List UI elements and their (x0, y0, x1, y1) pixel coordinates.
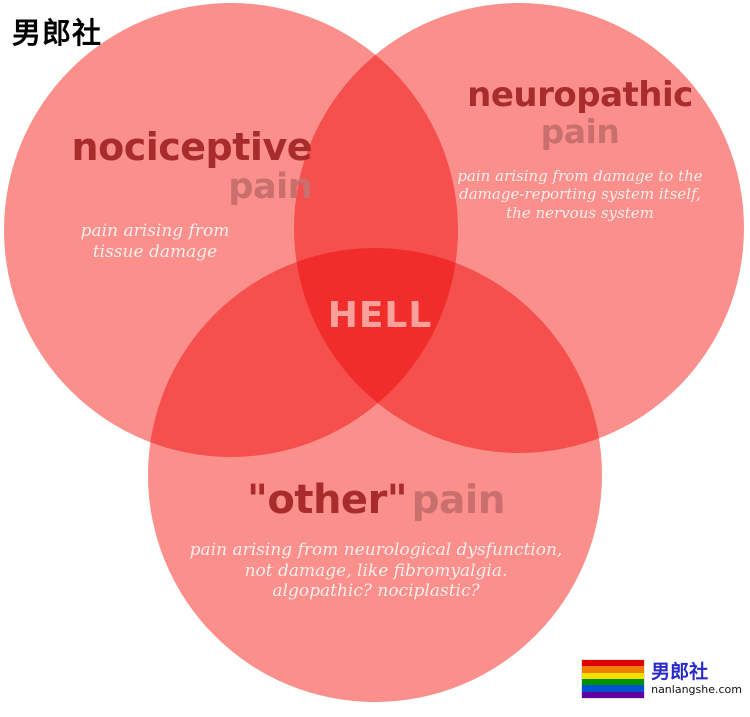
site-logo: 男郎社 nanlangshe.com (581, 659, 742, 699)
flag-stripe-purple (582, 691, 645, 698)
venn-label-nociceptive: nociceptive pain pain arising from tissu… (10, 128, 320, 262)
other-description-line: not damage, like fibromyalgia. (244, 560, 508, 581)
nociceptive-heading-main: nociceptive (71, 125, 313, 169)
neuropathic-description: pain arising from damage to the damage-r… (430, 167, 730, 222)
other-heading-main: "other" (247, 477, 408, 523)
other-description: pain arising from neurological dysfuncti… (150, 540, 602, 602)
neuropathic-description-line: pain arising from damage to the (457, 167, 703, 185)
venn-label-other: "other" pain pain arising from neurologi… (150, 480, 602, 602)
neuropathic-heading-sub: pain (540, 112, 620, 151)
other-heading-sub: pain (411, 478, 506, 523)
flag-stripe-blue (582, 685, 645, 692)
venn-intersection-all-three: HELL (275, 295, 485, 336)
flag-stripe-green (582, 678, 645, 686)
watermark-top-left: 男郎社 (12, 16, 103, 50)
flag-stripe-red (582, 660, 645, 667)
neuropathic-heading-main: neuropathic (467, 75, 693, 115)
nociceptive-description: pain arising from tissue damage (10, 221, 320, 262)
neuropathic-description-line: damage-reporting system itself, (459, 185, 701, 204)
intersection-label-hell: HELL (327, 295, 433, 336)
nociceptive-heading-sub: pain (228, 167, 312, 207)
flag-stripe-yellow (582, 672, 645, 679)
nociceptive-description-line: pain arising from (80, 221, 230, 241)
rainbow-pride-flag-icon (581, 659, 646, 699)
logo-text-block: 男郎社 nanlangshe.com (651, 661, 742, 696)
logo-brand-name: 男郎社 (651, 661, 709, 683)
venn-circle-other (148, 248, 602, 702)
logo-url: nanlangshe.com (651, 683, 742, 696)
other-description-line: algopathic? nociplastic? (272, 581, 480, 602)
other-heading-line: "other" pain (150, 480, 602, 520)
neuropathic-description-line: the nervous system (506, 203, 654, 222)
venn-label-neuropathic: neuropathic pain pain arising from damag… (430, 78, 730, 222)
flag-stripe-orange (582, 666, 645, 673)
other-description-line: pain arising from neurological dysfuncti… (189, 540, 563, 560)
nociceptive-description-line: tissue damage (92, 241, 218, 262)
